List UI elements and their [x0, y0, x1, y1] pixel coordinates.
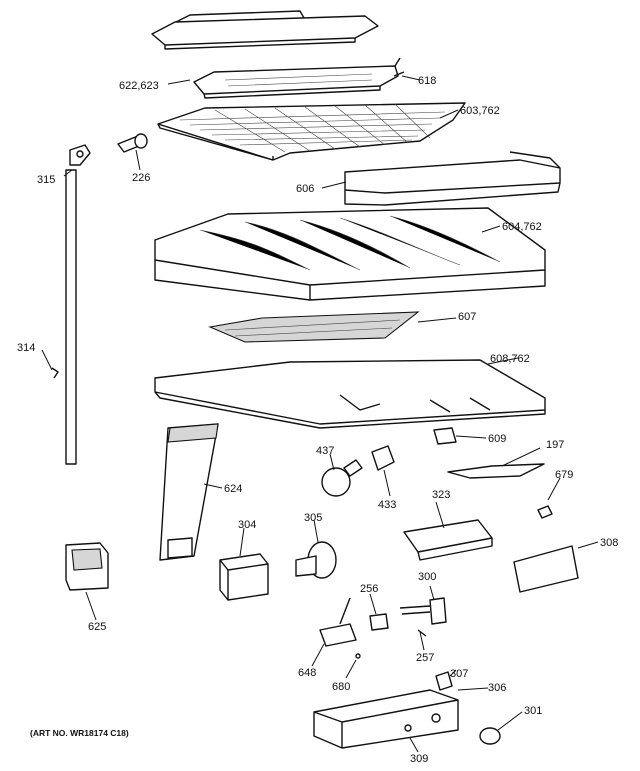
part-small-components [319, 597, 447, 659]
part-housing-625 [65, 542, 109, 591]
callout-648: 648 [298, 667, 316, 679]
part-pin-226 [117, 133, 148, 153]
callout-307: 307 [450, 668, 468, 680]
callout-608-762: 608,762 [490, 353, 530, 365]
callout-680: 680 [332, 681, 350, 693]
callout-618: 618 [418, 75, 436, 87]
callout-301: 301 [524, 705, 542, 717]
part-strip-197 [447, 463, 545, 479]
callout-226: 226 [132, 172, 150, 184]
callout-624: 624 [224, 483, 242, 495]
part-housing-306 [313, 671, 459, 749]
callout-314: 314 [17, 342, 35, 354]
part-bracket-323 [403, 519, 493, 561]
leader-lines [41, 75, 599, 753]
part-screw-679 [537, 505, 553, 519]
callout-323: 323 [432, 489, 450, 501]
callout-257: 257 [416, 652, 434, 664]
part-bulb-437 [321, 459, 363, 497]
part-socket-433 [371, 445, 395, 471]
part-base-608 [154, 359, 546, 429]
callout-304: 304 [238, 519, 256, 531]
part-cover-622 [151, 10, 379, 50]
callout-604-762: 604,762 [502, 221, 542, 233]
part-shelf-603 [157, 102, 466, 161]
art-number: (ART NO. WR18174 C18) [30, 728, 129, 738]
part-rod-315-314 [51, 144, 91, 465]
part-pan-604 [154, 207, 546, 301]
part-front-606 [344, 151, 561, 206]
callout-622-623: 622,623 [119, 80, 159, 92]
callout-609: 609 [488, 433, 506, 445]
part-box-304 [219, 553, 269, 601]
part-filter-607 [208, 311, 420, 343]
callout-256: 256 [360, 583, 378, 595]
callout-603-762: 603,762 [460, 105, 500, 117]
callout-300: 300 [418, 571, 436, 583]
part-fan-305 [295, 541, 337, 579]
part-panel-624 [159, 423, 219, 561]
callout-433: 433 [378, 499, 396, 511]
part-plate-308 [513, 545, 579, 593]
callout-309: 309 [410, 753, 428, 765]
callout-305: 305 [304, 512, 322, 524]
callout-197: 197 [546, 439, 564, 451]
part-clip-609 [433, 427, 457, 445]
callout-607: 607 [458, 311, 476, 323]
callout-437: 437 [316, 445, 334, 457]
part-rail-618 [193, 57, 405, 99]
callout-labels: 622,623 618 603,762 315 226 606 604,762 … [17, 75, 618, 765]
callout-625: 625 [88, 621, 106, 633]
callout-308: 308 [600, 537, 618, 549]
callout-679: 679 [555, 469, 573, 481]
callout-315: 315 [37, 174, 55, 186]
part-knob-301 [479, 727, 501, 745]
callout-606: 606 [296, 183, 314, 195]
callout-306: 306 [488, 682, 506, 694]
